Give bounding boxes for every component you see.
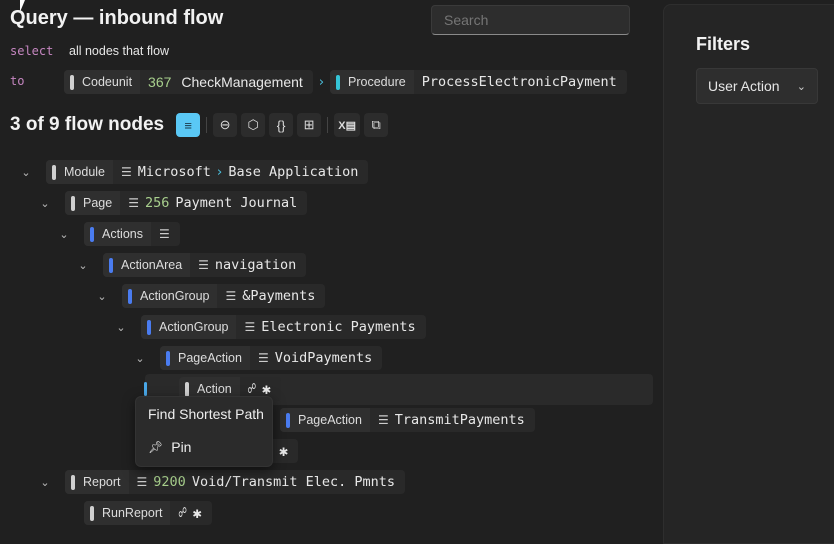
copy-button[interactable]: ⧉	[364, 113, 389, 137]
list-icon: ☰	[198, 258, 209, 272]
filters-title: Filters	[696, 34, 751, 54]
filter-dropdown[interactable]: User Action ⌄	[696, 68, 818, 104]
node-kind: PageAction	[298, 413, 362, 427]
tree-row[interactable]: ⌄ ActionArea ☰ navigation	[76, 253, 307, 277]
filter-button[interactable]: ≡	[176, 113, 201, 137]
collapse-all-button[interactable]: ⊖	[213, 113, 238, 137]
result-count: 3 of 9 flow nodes	[10, 114, 165, 135]
node-number: 256	[144, 195, 170, 211]
select-keyword: select	[10, 44, 54, 58]
expand-icon: ⊞	[303, 117, 315, 132]
chevron-right-icon: ›	[318, 74, 325, 90]
pin-icon: 📌︎	[148, 439, 164, 454]
package-button[interactable]: ⬡	[241, 113, 266, 137]
tree-row[interactable]: ⌄ Page ☰ 256 Payment Journal	[38, 191, 308, 215]
node-kind: Page	[83, 196, 113, 210]
menu-item-find-shortest-path[interactable]: Find Shortest Path	[136, 397, 272, 430]
node-name: Electronic Payments	[261, 319, 416, 335]
chevron-down-icon[interactable]: ⌄	[135, 352, 145, 365]
target-chip[interactable]: Procedure ProcessElectronicPayment	[330, 70, 627, 94]
node-number: 9200	[153, 474, 186, 490]
excel-icon: X▤	[338, 119, 356, 132]
search-input[interactable]	[431, 5, 630, 35]
list-icon: ☰	[136, 475, 148, 489]
list-icon: ☰	[377, 413, 389, 427]
node-name: navigation	[214, 257, 297, 273]
node-name: Payment Journal	[175, 195, 298, 211]
node-kind: Codeunit	[82, 75, 133, 89]
node-name: ProcessElectronicPayment	[421, 74, 617, 90]
tree-row[interactable]: ⌄ PageAction ☰ VoidPayments	[133, 346, 383, 370]
node-kind: ActionGroup	[140, 289, 210, 303]
menu-item-label: Pin	[171, 438, 192, 455]
filter-icon: ≡	[184, 117, 192, 133]
toolbar-divider	[327, 117, 329, 133]
node-kind: ActionArea	[121, 258, 183, 272]
node-name: Void/Transmit Elec. Pmnts	[191, 474, 396, 490]
node-kind: RunReport	[102, 506, 163, 520]
cursor-icon	[20, 0, 30, 12]
user-action-icon: ✱	[278, 442, 288, 460]
node-prefix: Microsoft	[137, 164, 211, 180]
user-action-icon: ✱	[261, 380, 271, 398]
package-icon: ⬡	[247, 117, 259, 132]
list-icon: ☰	[128, 196, 139, 210]
braces-button[interactable]: {}	[269, 113, 294, 137]
page-title: Query — inbound flow	[10, 7, 224, 29]
node-name: Base Application	[228, 164, 359, 180]
chevron-down-icon[interactable]: ⌄	[97, 290, 107, 303]
chevron-down-icon[interactable]: ⌄	[21, 166, 31, 179]
link-icon: ☍	[247, 381, 256, 397]
chevron-down-icon: ⌄	[796, 80, 806, 93]
tree-row[interactable]: PageAction ☰ TransmitPayments	[280, 408, 535, 432]
menu-item-pin[interactable]: 📌︎ Pin	[136, 430, 272, 463]
link-icon: ☍	[178, 505, 187, 521]
node-name: VoidPayments	[274, 350, 373, 366]
tree-row[interactable]: ⌄ ActionGroup ☰ &Payments	[95, 284, 326, 308]
list-icon: ☰	[257, 351, 269, 365]
dropdown-value: User Action	[708, 78, 780, 94]
tree-row[interactable]: RunReport ☍ ✱	[84, 501, 212, 525]
node-kind: PageAction	[178, 351, 242, 365]
node-kind: Procedure	[348, 75, 406, 89]
braces-icon: {}	[276, 117, 286, 133]
toolbar-divider	[206, 117, 208, 133]
node-number: 367	[148, 74, 172, 90]
user-action-icon: ✱	[192, 504, 202, 522]
chevron-down-icon[interactable]: ⌄	[78, 259, 88, 272]
copy-icon: ⧉	[371, 117, 381, 132]
list-icon: ☰	[159, 227, 170, 241]
node-name: &Payments	[242, 288, 316, 304]
tree-row[interactable]: ⌄ Report ☰ 9200 Void/Transmit Elec. Pmnts	[38, 470, 406, 494]
node-kind: Actions	[102, 227, 143, 241]
results-toolbar: 3 of 9 flow nodes ≡ ⊖ ⬡ {} ⊞ X▤ ⧉	[10, 113, 389, 137]
list-icon: ☰	[121, 165, 132, 179]
context-menu: Find Shortest Path 📌︎ Pin	[135, 396, 273, 467]
tree-row[interactable]: ⌄ Actions ☰	[57, 222, 180, 246]
node-kind: Action	[197, 382, 232, 396]
menu-item-label: Find Shortest Path	[148, 405, 264, 422]
chevron-down-icon[interactable]: ⌄	[40, 476, 50, 489]
node-kind: Report	[83, 475, 121, 489]
node-name: TransmitPayments	[394, 412, 525, 428]
export-excel-button[interactable]: X▤	[334, 113, 361, 137]
node-kind: ActionGroup	[159, 320, 229, 334]
list-icon: ☰	[225, 289, 237, 303]
node-name: CheckManagement	[181, 74, 303, 90]
tree-row[interactable]: ⌄ Module ☰ Microsoft › Base Application	[19, 160, 369, 184]
to-keyword: to	[10, 74, 25, 88]
from-chip[interactable]: Codeunit 367 CheckManagement › Procedure …	[64, 70, 627, 94]
list-icon: ☰	[244, 320, 256, 334]
chevron-right-icon: ›	[216, 164, 223, 180]
chevron-down-icon[interactable]: ⌄	[59, 228, 69, 241]
tree-row[interactable]: ⌄ ActionGroup ☰ Electronic Payments	[114, 315, 426, 339]
selection-indicator	[144, 382, 147, 396]
chevron-down-icon[interactable]: ⌄	[116, 321, 126, 334]
select-text: all nodes that flow	[69, 44, 170, 58]
node-kind: Module	[64, 165, 105, 179]
collapse-icon: ⊖	[219, 117, 231, 132]
chevron-down-icon[interactable]: ⌄	[40, 197, 50, 210]
expand-all-button[interactable]: ⊞	[297, 113, 322, 137]
